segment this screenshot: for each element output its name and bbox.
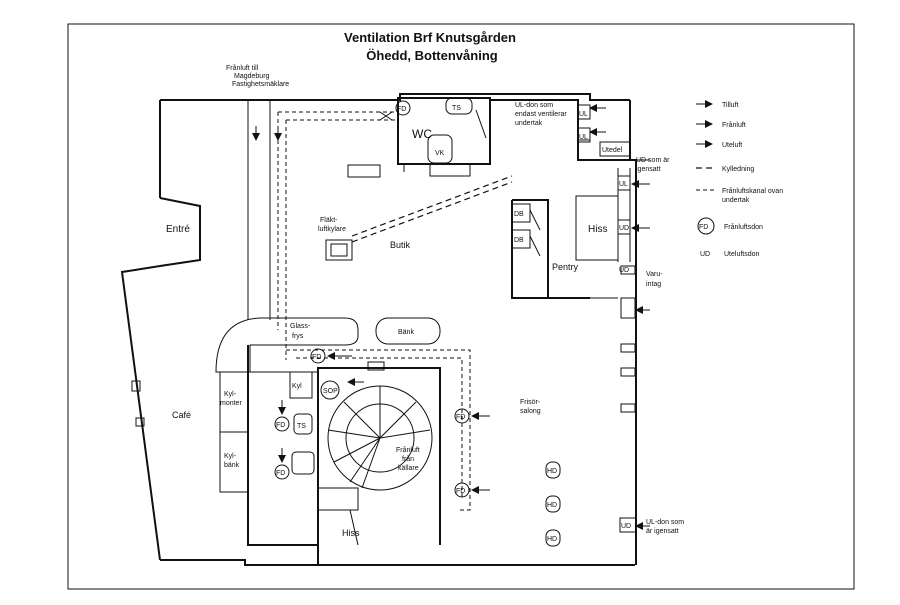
title-line1: Ventilation Brf Knutsgården <box>344 30 516 45</box>
wc-block <box>347 97 491 178</box>
sheet-border <box>67 23 855 590</box>
spiral-stair <box>317 385 433 546</box>
ul-don-top-line2: endast ventilerar <box>515 111 567 118</box>
room-wc-label: WC <box>412 127 432 141</box>
utedel-label: Utedel <box>602 147 623 154</box>
outer-walls <box>120 93 637 566</box>
ud-varuintag-marker: UD <box>619 267 629 274</box>
magdeburg-line3: Fastighetsmäklare <box>232 81 289 88</box>
ts-bottom-label: TS <box>297 423 306 430</box>
ud-igensatt-line2: igensatt <box>636 166 661 173</box>
kylmonter-line2: monter <box>220 400 242 407</box>
kyl-box <box>289 371 313 399</box>
fd-label-3: FD <box>456 488 465 495</box>
room-hiss-bottom-label: Hiss <box>342 528 360 538</box>
hd-label-1: HD <box>547 468 557 475</box>
legend-uteluft: Uteluft <box>722 142 742 149</box>
hd-markers <box>545 461 561 547</box>
flakt-line2: luftkylare <box>318 226 346 233</box>
kyl-label: Kyl <box>292 383 302 390</box>
room-entre-label: Entré <box>166 224 190 235</box>
misc-box <box>291 451 315 475</box>
sop-label: SOP <box>323 388 338 395</box>
room-cafe-label: Café <box>172 410 191 420</box>
room-hiss-right-label: Hiss <box>588 224 607 235</box>
kallare-line1: Frånluft <box>396 446 420 454</box>
duct-channel-left <box>247 100 398 360</box>
legend-tilluft: Tilluft <box>722 102 739 109</box>
db1-label: DB <box>514 211 524 218</box>
room-vk-label: VK <box>435 150 445 157</box>
legend-fd-symbol: FD <box>699 224 708 231</box>
ul-top-marker-2: UL <box>579 134 588 141</box>
ud-right-marker-1: UD <box>619 225 629 232</box>
magdeburg-line1: Frånluft till <box>226 64 259 72</box>
hd-label-2: HD <box>547 502 557 509</box>
airflow-arrows <box>278 104 650 530</box>
kylledning-line <box>351 175 513 237</box>
ul-don-bottom-line2: är igensatt <box>646 528 679 535</box>
kylbank-box <box>219 431 249 493</box>
fd-markers <box>274 348 470 498</box>
room-pentry-label: Pentry <box>552 262 579 272</box>
ul-don-bottom-line1: UL-don som <box>646 519 684 526</box>
fd-label-5: FD <box>276 470 285 477</box>
elevator-right <box>575 195 619 261</box>
kallare-line3: källare <box>398 465 419 472</box>
frisor-line2: salong <box>520 408 541 415</box>
fd-label-1: FD <box>312 354 321 361</box>
kallare-line2: från <box>402 455 414 463</box>
fd-top-label: FD <box>397 106 406 113</box>
fd-label-2: FD <box>456 414 465 421</box>
room-ts-top-label: TS <box>452 105 461 112</box>
legend-franluftsdon: Frånluftsdon <box>724 223 763 231</box>
pentry-area <box>511 199 618 299</box>
fd-top-icon <box>395 100 411 116</box>
kylbank-line1: Kyl- <box>224 453 237 460</box>
bank-label: Bänk <box>398 329 414 336</box>
legend-ud-symbol: UD <box>700 251 710 258</box>
frisor-line1: Frisör- <box>520 399 541 406</box>
glassfrys-line1: Glass- <box>290 323 311 330</box>
magdeburg-line2: Magdeburg <box>234 73 270 80</box>
legend-uteluftsdon: Uteluftsdon <box>724 251 760 258</box>
kylbank-line2: bänk <box>224 462 240 469</box>
ul-don-top-line1: UL-don som <box>515 102 553 109</box>
ul-don-top-line3: undertak <box>515 120 543 127</box>
sop-icon <box>320 380 340 400</box>
ul-top-marker-1: UL <box>579 111 588 118</box>
ul-right-marker-1: UL <box>619 181 628 188</box>
flakt-unit <box>325 239 353 261</box>
fd-label-4: FD <box>276 422 285 429</box>
ud-bottom-marker: UD <box>621 523 631 530</box>
ts-bottom-box <box>293 413 313 435</box>
legend-kanal-line2: undertak <box>722 197 750 204</box>
kylmonter-line1: Kyl- <box>224 391 237 398</box>
legend-franluft: Frånluft <box>722 121 746 129</box>
varuintag-line1: Varu- <box>646 271 663 278</box>
legend-kanal-line1: Frånluftskanal ovan <box>722 187 783 195</box>
hd-label-3: HD <box>547 536 557 543</box>
varuintag-line2: intag <box>646 281 661 288</box>
legend <box>696 100 716 235</box>
counters-top <box>215 317 441 373</box>
glassfrys-line2: frys <box>292 333 304 340</box>
db2-label: DB <box>514 237 524 244</box>
flakt-line1: Fläkt- <box>320 217 338 224</box>
ud-igensatt-line1: UD som är <box>636 157 670 164</box>
title-line2: Öhedd, Bottenvåning <box>366 48 498 63</box>
room-butik-label: Butik <box>390 240 411 250</box>
legend-kylledning: Kylledning <box>722 166 754 173</box>
